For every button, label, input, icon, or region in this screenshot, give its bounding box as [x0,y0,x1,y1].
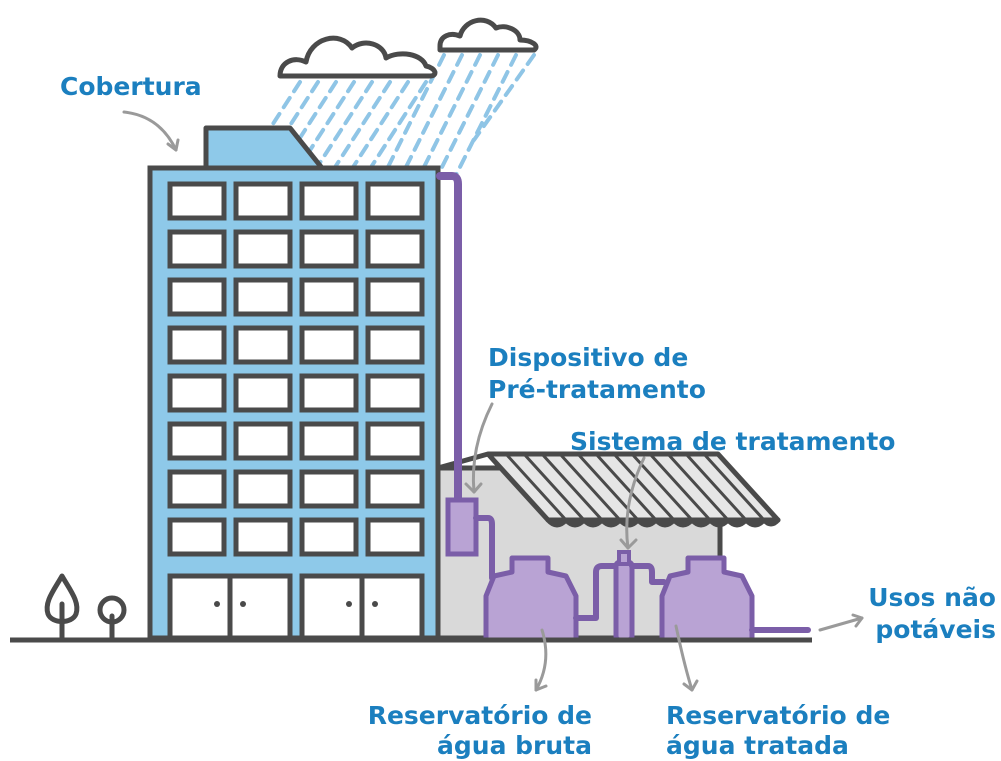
label-roof: Cobertura [60,72,202,101]
window [167,229,227,269]
label-uses-1: Usos não [868,583,996,612]
label-pretreatment-1: Dispositivo de [488,343,688,372]
window [233,181,293,221]
window [299,373,359,413]
window [233,373,293,413]
window [233,325,293,365]
arrow-icon [818,613,864,632]
window [233,421,293,461]
cloud-icon [437,17,539,53]
window [365,469,425,509]
window [299,421,359,461]
pretreatment-device [445,497,479,557]
label-pretreatment-2: Pré-tratamento [488,375,706,404]
window [299,277,359,317]
tree-icon [97,595,127,643]
pipe [629,563,667,585]
label-treated-reservoir-1: Reservatório de [666,701,890,730]
window [299,229,359,269]
arrow-icon [674,624,699,692]
label-raw-reservoir-1: Reservatório de [368,701,592,730]
building [147,165,441,641]
label-treated-reservoir-2: água tratada [666,731,849,760]
arrow-icon [619,456,646,550]
window [365,421,425,461]
window [299,517,359,557]
window [365,229,425,269]
window [299,181,359,221]
downpipe [436,172,462,504]
arrow-icon [534,628,548,692]
window [233,517,293,557]
window [167,181,227,221]
window [299,469,359,509]
pipe [473,515,507,581]
shed-roof [437,451,781,528]
pipe [573,563,619,621]
window [167,325,227,365]
window [365,325,425,365]
window [365,277,425,317]
window [167,469,227,509]
label-raw-reservoir-2: água bruta [437,731,592,760]
label-treatment: Sistema de tratamento [570,427,895,456]
arrow-icon [122,110,180,152]
arrow-icon [464,402,494,494]
cloud-icon [277,35,438,79]
window [167,517,227,557]
window [233,469,293,509]
window [233,277,293,317]
window [167,421,227,461]
window [365,373,425,413]
window [365,517,425,557]
window [233,229,293,269]
window [299,325,359,365]
label-uses-2: potáveis [875,615,996,644]
window [365,181,425,221]
window [167,373,227,413]
tree-icon [44,573,80,643]
window [167,277,227,317]
